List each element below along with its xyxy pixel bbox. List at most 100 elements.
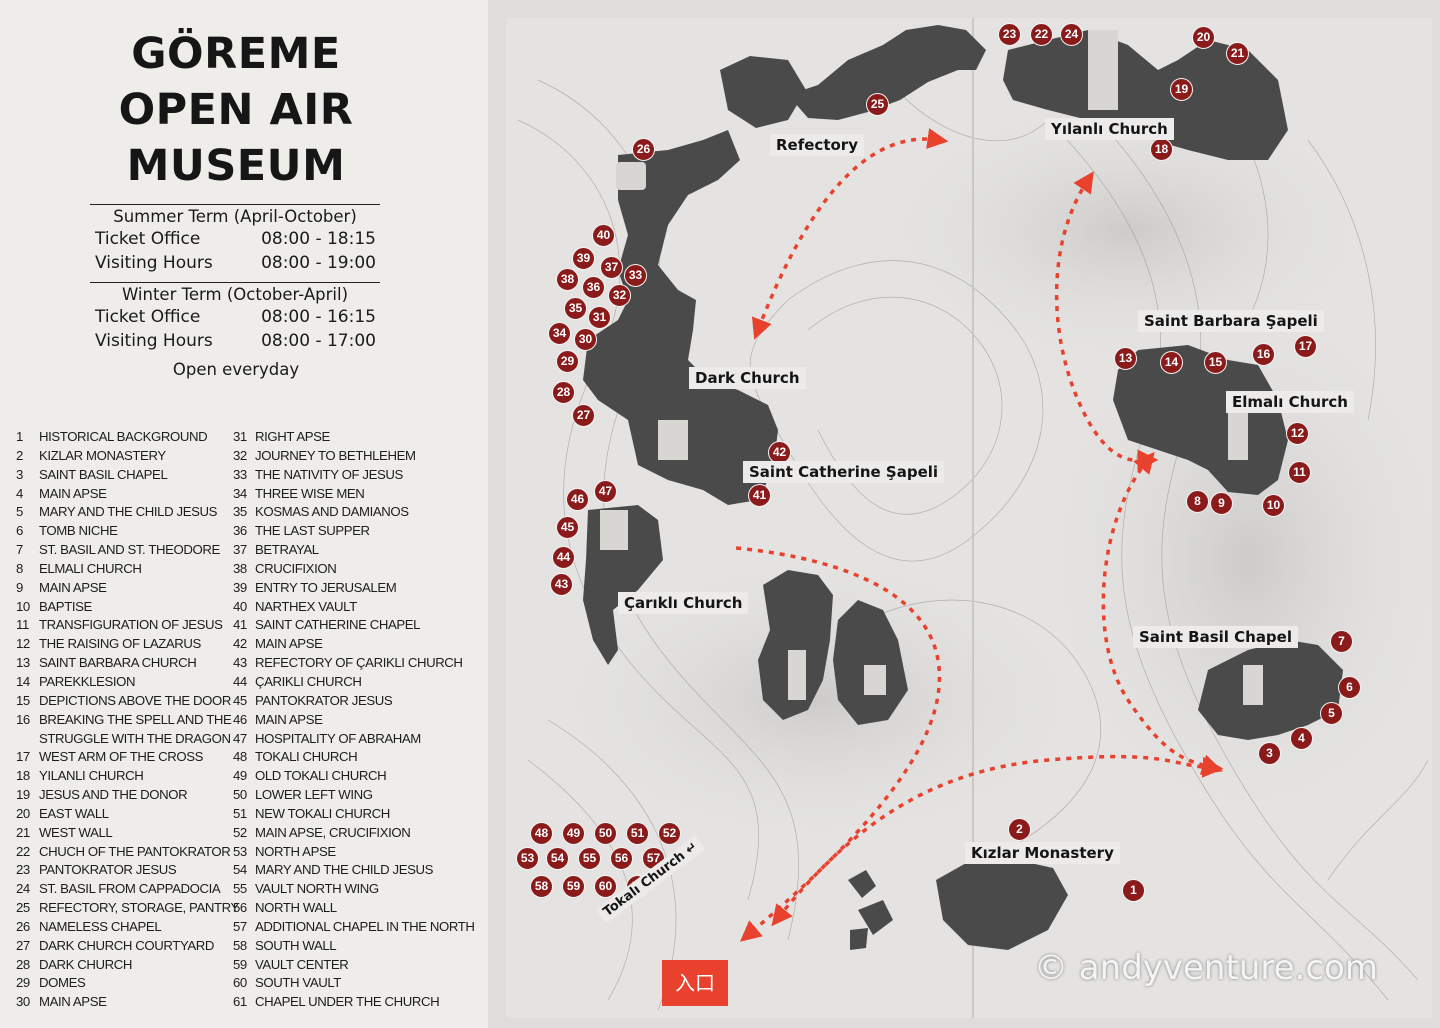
legend-number: 43 (233, 655, 247, 671)
opening-hours: Summer Term (April-October) Ticket Offic… (90, 204, 380, 354)
map-marker[interactable]: 24 (1060, 23, 1083, 46)
map-marker[interactable]: 12 (1286, 422, 1309, 445)
map-marker[interactable]: 31 (588, 306, 611, 329)
map-marker[interactable]: 36 (582, 276, 605, 299)
map-marker[interactable]: 41 (748, 484, 771, 507)
map-marker[interactable]: 13 (1114, 347, 1137, 370)
legend-text: MAIN APSE (39, 485, 107, 501)
map-marker[interactable]: 18 (1150, 138, 1173, 161)
map-marker[interactable]: 11 (1288, 461, 1311, 484)
legend-number: 34 (233, 485, 247, 501)
map-marker[interactable]: 6 (1338, 676, 1361, 699)
map-marker[interactable]: 59 (562, 875, 585, 898)
legend-number: 54 (233, 862, 247, 878)
legend-number: 33 (233, 466, 247, 482)
map-marker[interactable]: 30 (574, 328, 597, 351)
legend-text: REFECTORY, STORAGE, PANTRY (39, 900, 239, 916)
map-marker[interactable]: 54 (546, 847, 569, 870)
map-marker[interactable]: 27 (572, 404, 595, 427)
legend-text: PAREKKLESION (39, 673, 136, 689)
map-marker[interactable]: 19 (1170, 78, 1193, 101)
legend-item: STRUGGLE WITH THE DRAGON (16, 730, 239, 749)
map-marker[interactable]: 44 (552, 546, 575, 569)
map-marker[interactable]: 35 (564, 297, 587, 320)
map-marker[interactable]: 39 (572, 247, 595, 270)
map-marker[interactable]: 34 (548, 322, 571, 345)
map-marker[interactable]: 14 (1160, 351, 1183, 374)
map-marker[interactable]: 28 (552, 381, 575, 404)
map-marker[interactable]: 58 (530, 875, 553, 898)
map-marker[interactable]: 3 (1258, 742, 1281, 765)
entrance-marker[interactable]: 入口 (662, 960, 728, 1006)
map-marker[interactable]: 53 (516, 847, 539, 870)
map-marker[interactable]: 1 (1122, 879, 1145, 902)
map-marker[interactable]: 43 (550, 573, 573, 596)
legend-text: BREAKING THE SPELL AND THE (39, 711, 232, 727)
legend-number: 40 (233, 598, 247, 614)
legend-number: 60 (233, 975, 247, 991)
map-marker[interactable]: 49 (562, 822, 585, 845)
map-marker[interactable]: 22 (1030, 23, 1053, 46)
map-marker[interactable]: 47 (594, 480, 617, 503)
label-saint-catherine: Saint Catherine Şapeli (743, 461, 945, 483)
map-marker[interactable]: 29 (556, 350, 579, 373)
map-marker[interactable]: 26 (632, 138, 655, 161)
map-marker[interactable]: 2 (1008, 818, 1031, 841)
map-marker[interactable]: 40 (592, 224, 615, 247)
map-marker[interactable]: 16 (1252, 343, 1275, 366)
summer-term-heading: Summer Term (April-October) (90, 204, 380, 229)
legend-number: 59 (233, 956, 247, 972)
label-carikli-church: Çarıklı Church (618, 592, 749, 614)
map-marker[interactable]: 8 (1186, 490, 1209, 513)
map-marker[interactable]: 20 (1192, 26, 1215, 49)
map-marker[interactable]: 7 (1330, 630, 1353, 653)
map-marker[interactable]: 60 (594, 875, 617, 898)
map-marker[interactable]: 37 (600, 256, 623, 279)
map-marker[interactable]: 21 (1226, 42, 1249, 65)
legend-text: ADDITIONAL CHAPEL IN THE NORTH (255, 918, 475, 934)
map-marker[interactable]: 50 (594, 822, 617, 845)
legend-text: VAULT CENTER (255, 956, 349, 972)
legend-text: NARTHEX VAULT (255, 598, 357, 614)
legend-text: MARY AND THE CHILD JESUS (255, 862, 434, 878)
map-marker[interactable]: 17 (1294, 335, 1317, 358)
map-marker[interactable]: 51 (626, 822, 649, 845)
map-marker[interactable]: 38 (556, 268, 579, 291)
map-marker[interactable]: 33 (624, 264, 647, 287)
map-marker[interactable]: 32 (608, 284, 631, 307)
map-marker[interactable]: 25 (866, 93, 889, 116)
map-marker[interactable]: 9 (1210, 492, 1233, 515)
legend-text: OLD TOKALI CHURCH (255, 768, 387, 784)
map-marker[interactable]: 10 (1262, 494, 1285, 517)
map-marker[interactable]: 56 (610, 847, 633, 870)
legend-number: 56 (233, 900, 247, 916)
map-marker[interactable]: 55 (578, 847, 601, 870)
map-marker[interactable]: 5 (1320, 702, 1343, 725)
legend-number: 30 (16, 994, 30, 1010)
map-marker[interactable]: 15 (1204, 351, 1227, 374)
map-marker[interactable]: 23 (998, 23, 1021, 46)
legend-text: TRANSFIGURATION OF JESUS (39, 617, 223, 633)
map-marker[interactable]: 45 (556, 516, 579, 539)
label-kizlar-monastery: Kızlar Monastery (965, 842, 1120, 864)
map-marker[interactable]: 4 (1290, 727, 1313, 750)
legend-text: SAINT BARBARA CHURCH (39, 655, 197, 671)
map-marker[interactable]: 52 (658, 822, 681, 845)
map-marker[interactable]: 48 (530, 822, 553, 845)
legend-number: 48 (233, 749, 247, 765)
map-marker[interactable]: 46 (566, 488, 589, 511)
